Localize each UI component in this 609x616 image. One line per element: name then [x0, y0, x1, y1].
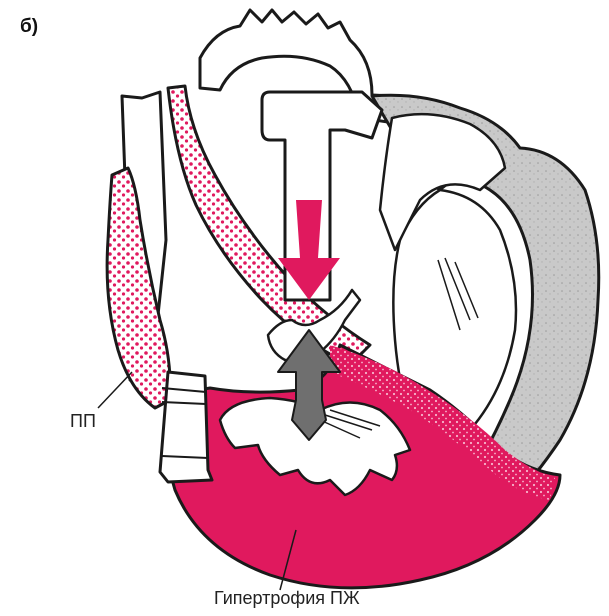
label-rv-hypertrophy: Гипертрофия ПЖ: [214, 588, 360, 609]
pp-leader-line: [98, 372, 132, 408]
label-right-atrium: ПП: [70, 411, 96, 432]
